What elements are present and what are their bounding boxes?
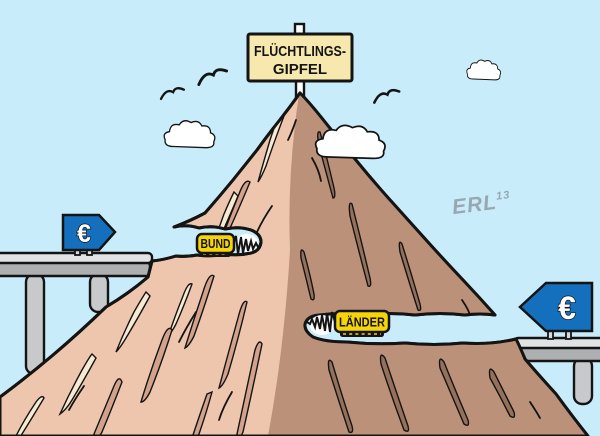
sign-board bbox=[246, 32, 354, 83]
bridge-pillar bbox=[572, 356, 594, 406]
tunnel-machine-bund: BUND bbox=[195, 232, 262, 257]
machine-label: BUND bbox=[201, 237, 231, 251]
machine-label: LÄNDER bbox=[339, 315, 385, 330]
signature-year: 13 bbox=[495, 189, 511, 203]
mid-streaks bbox=[93, 180, 263, 436]
bridge-pillar bbox=[24, 272, 46, 376]
mountain-outline bbox=[0, 91, 590, 436]
machine-body bbox=[195, 232, 236, 255]
euro-sign-right: € bbox=[518, 281, 594, 340]
sign-line-1: FLÜCHTLINGS- bbox=[254, 43, 346, 60]
euro-arrow-left-icon bbox=[518, 281, 594, 333]
sign-line-2: GIPFEL bbox=[273, 61, 327, 78]
euro-sign-left: € bbox=[61, 213, 117, 256]
tunnel-machine-laender: LÄNDER bbox=[306, 309, 391, 337]
artist-signature: ERL13 bbox=[451, 189, 513, 219]
bridge-deck-top bbox=[0, 251, 154, 265]
drill-bit-icon bbox=[232, 235, 262, 255]
contour-lines bbox=[68, 119, 541, 421]
machine-body bbox=[333, 309, 391, 334]
euro-symbol: € bbox=[558, 290, 576, 326]
summit-sign: FLÜCHTLINGS- GIPFEL bbox=[246, 22, 354, 83]
euro-symbol: € bbox=[77, 220, 91, 248]
bridge-deck-top bbox=[512, 336, 600, 350]
drill-bit-icon bbox=[306, 311, 336, 333]
euro-arrow-right-icon bbox=[61, 213, 117, 252]
signature-name: ERL bbox=[451, 191, 498, 219]
right-bridge bbox=[512, 336, 600, 406]
